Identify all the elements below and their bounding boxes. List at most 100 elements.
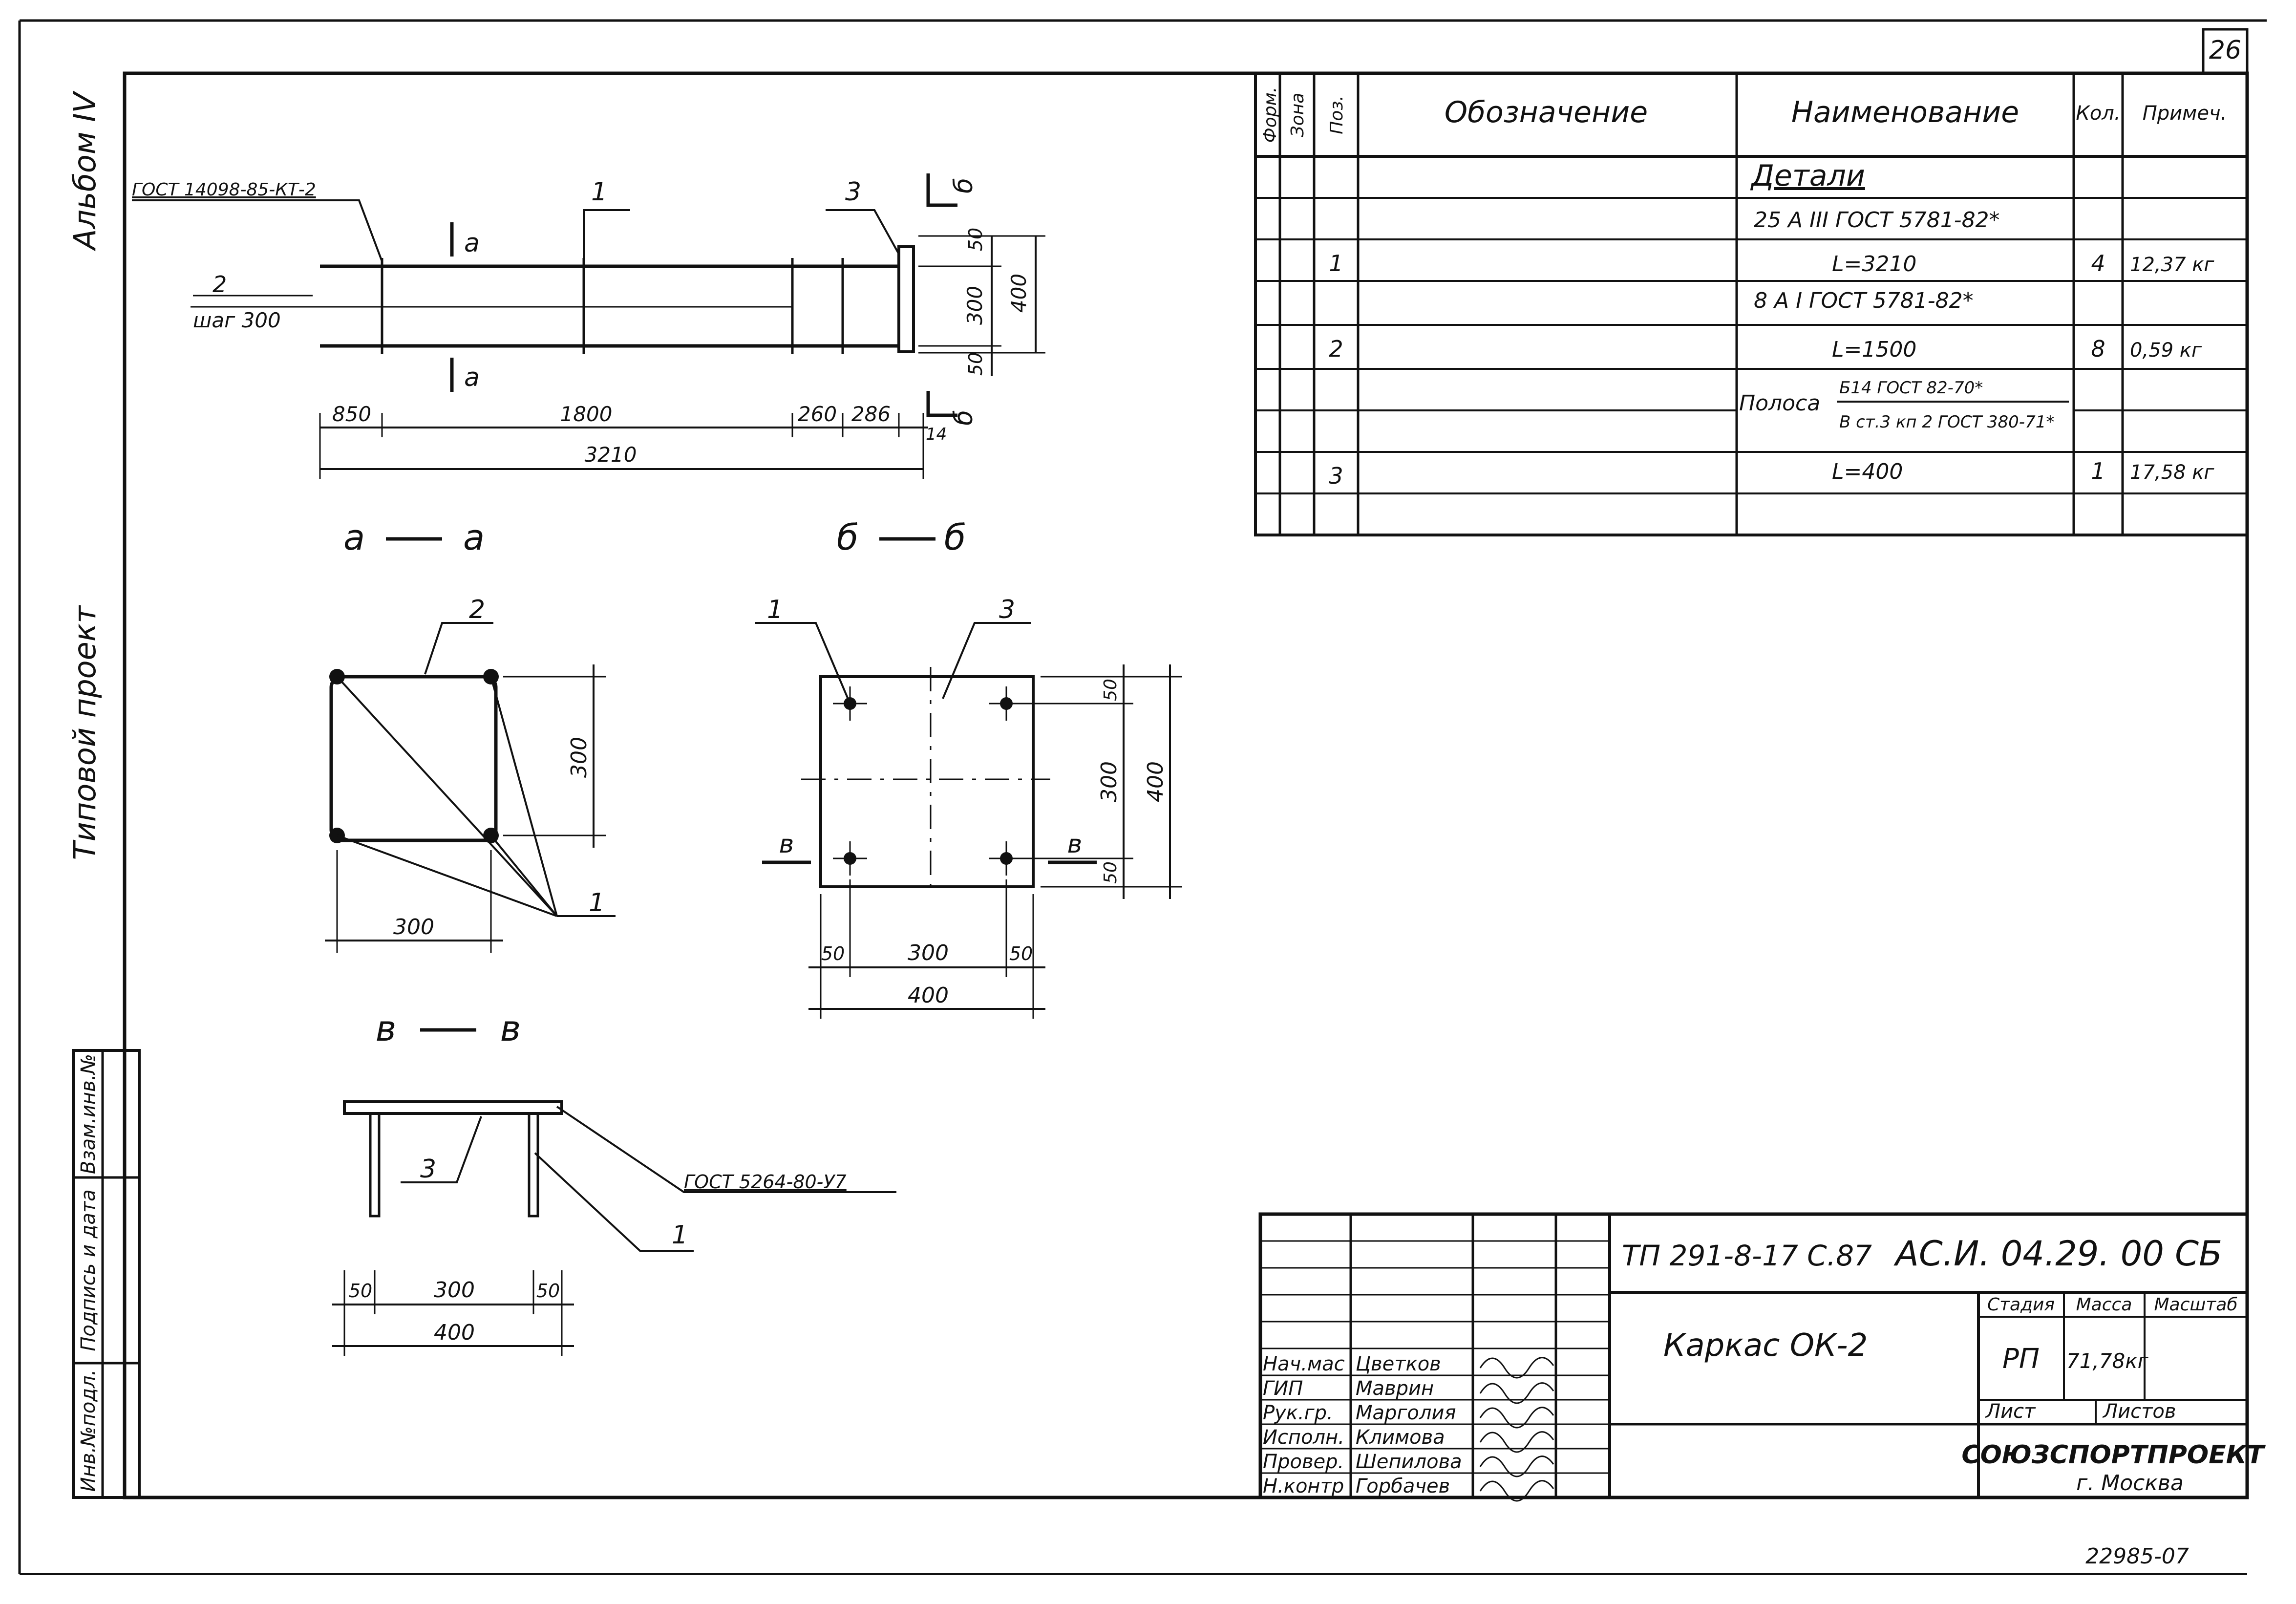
section-b-mark-bottom (926, 391, 957, 417)
section-aa-label-2: 2 (469, 595, 485, 624)
section-bb-title-left: б (837, 517, 858, 558)
object-name: Каркас ОК-2 (1663, 1327, 1868, 1364)
row-name: L=1500 (1832, 337, 1916, 362)
row-qty: 4 (2091, 250, 2105, 277)
signature-row: Провер. Шепилова (1263, 1451, 1554, 1477)
signature-name: Горбачев (1356, 1475, 1450, 1497)
signature-role: Н.контр (1263, 1475, 1344, 1497)
leader (401, 1116, 482, 1183)
strip-spec-denominator: В ст.3 кп 2 ГОСТ 380-71* (1839, 412, 2054, 432)
table-row: Полоса Б14 ГОСТ 82-70* В ст.3 кп 2 ГОСТ … (1739, 378, 2069, 432)
callout-1: 1 (591, 177, 607, 207)
signature-name: Климова (1356, 1426, 1445, 1449)
section-vv-dim-400: 400 (434, 1320, 475, 1345)
spec-table (1254, 72, 2249, 536)
callout-3-leader (826, 209, 900, 255)
row-pos: 3 (1329, 463, 1343, 489)
section-aa-title-left: а (343, 517, 365, 558)
col-header-zone: Зона (1288, 93, 1308, 137)
dim-14: 14 (926, 425, 947, 444)
album-label: Альбом IV (67, 90, 103, 252)
signature-name: Маврин (1356, 1377, 1434, 1400)
row-name: L=3210 (1832, 252, 1916, 277)
row-pos: 1 (1329, 250, 1343, 277)
col-header-pos: Поз. (1327, 95, 1347, 134)
section-aa-title-right: а (463, 517, 485, 558)
side-stamp-cell-inventory: Инв.№подл. (77, 1369, 100, 1492)
end-plate (897, 245, 915, 353)
leader (337, 834, 557, 917)
signature-row: Рук.гр. Марголия (1263, 1402, 1554, 1429)
section-aa: а а 1 2 300 300 (325, 517, 616, 953)
signature-role: Нач.мас (1263, 1353, 1345, 1375)
section-vv-dim-300: 300 (434, 1278, 475, 1303)
signature-scribble (1479, 1480, 1554, 1502)
drawing-frame (123, 71, 2249, 1499)
dim-3210: 3210 (585, 443, 637, 467)
callout-3: 3 (845, 177, 861, 207)
pitch-label: шаг 300 (193, 308, 281, 332)
section-bb-title-right: б (944, 517, 966, 558)
section-vv: в в 3 ГОСТ 5264-80-У7 1 50 300 50 400 (332, 1008, 896, 1356)
stage-value: РП (2002, 1343, 2040, 1375)
embed-plate (819, 675, 1035, 888)
table-row: 1 L=3210 4 12,37 кг (1329, 250, 2214, 277)
signature-role: Исполн. (1263, 1426, 1344, 1449)
row-name: Детали (1750, 159, 1865, 193)
signature-row: ГИП Маврин (1263, 1377, 1554, 1404)
section-bb-label-3: 3 (999, 595, 1015, 624)
section-v-label-left: в (779, 830, 794, 859)
col-header-designation: Обозначение (1445, 95, 1648, 129)
section-bb-dim-v50a: 50 (1101, 679, 1121, 701)
center-crosses (833, 686, 1023, 876)
signature-role: Провер. (1263, 1451, 1344, 1473)
section-bb: б б 1 3 в в 50 300 50 4 (755, 517, 1182, 1019)
project-type-label: Типовой проект (67, 605, 103, 860)
mass-label: Масса (2076, 1295, 2132, 1315)
section-b-label-bottom: б (949, 410, 978, 426)
side-stamp: Взам.инв.№ Подпись и дата Инв.№подл. (72, 1049, 141, 1499)
leader (534, 1152, 694, 1252)
city: г. Москва (2076, 1471, 2184, 1496)
table-row: 25 А III ГОСТ 5781-82* (1754, 208, 2000, 233)
row-pos: 2 (1329, 336, 1343, 362)
dim-400: 400 (1007, 274, 1031, 313)
signature-scribble (1479, 1455, 1554, 1477)
scale-label: Масштаб (2154, 1295, 2237, 1315)
section-bb-dim-50a: 50 (821, 943, 845, 964)
signature-row: Н.контр Горбачев (1263, 1475, 1554, 1502)
section-bb-dim-v400: 400 (1143, 761, 1168, 802)
col-header-qty: Кол. (2076, 102, 2120, 125)
section-vv-weld-note: ГОСТ 5264-80-У7 (684, 1171, 847, 1193)
strip-spec-numerator: Б14 ГОСТ 82-70* (1839, 378, 1983, 398)
section-b-mark-top (926, 173, 957, 207)
signature-role: Рук.гр. (1263, 1402, 1333, 1424)
leader (556, 1106, 896, 1193)
title-block (1258, 1212, 2249, 1499)
main-view: ГОСТ 14098-85-КТ-2 1 3 2 шаг 300 а а б б… (132, 173, 1045, 479)
title-code-left: ТП 291-8-17 С.87 (1622, 1239, 1872, 1272)
signature-role: ГИП (1263, 1377, 1303, 1400)
section-a-label-top: а (464, 229, 480, 258)
row-note: 17,58 кг (2130, 461, 2214, 484)
table-row: 8 А I ГОСТ 5781-82* (1754, 288, 1974, 313)
col-header-note: Примеч. (2143, 102, 2227, 125)
stage-label: Стадия (1987, 1295, 2055, 1315)
section-a-label-bottom: а (464, 363, 480, 392)
section-vv-title-right: в (500, 1008, 521, 1049)
bar-side (369, 1112, 381, 1218)
section-vv-title-left: в (376, 1008, 396, 1049)
row-qty: 1 (2091, 458, 2105, 484)
table-row: Детали (1750, 159, 1865, 193)
signature-row: Исполн. Климова (1263, 1426, 1554, 1453)
dim-260: 260 (798, 402, 837, 426)
dim-850: 850 (332, 402, 371, 426)
section-aa-dim-300-v: 300 (567, 737, 592, 778)
leader (490, 676, 558, 917)
mass-value: 71,78кг (2066, 1349, 2149, 1373)
weld-note-label: ГОСТ 14098-85-КТ-2 (132, 180, 316, 200)
leader (424, 622, 493, 675)
section-vv-label-1: 1 (672, 1220, 688, 1250)
section-bb-dim-300: 300 (908, 941, 949, 965)
stirrup-outline (329, 675, 498, 842)
